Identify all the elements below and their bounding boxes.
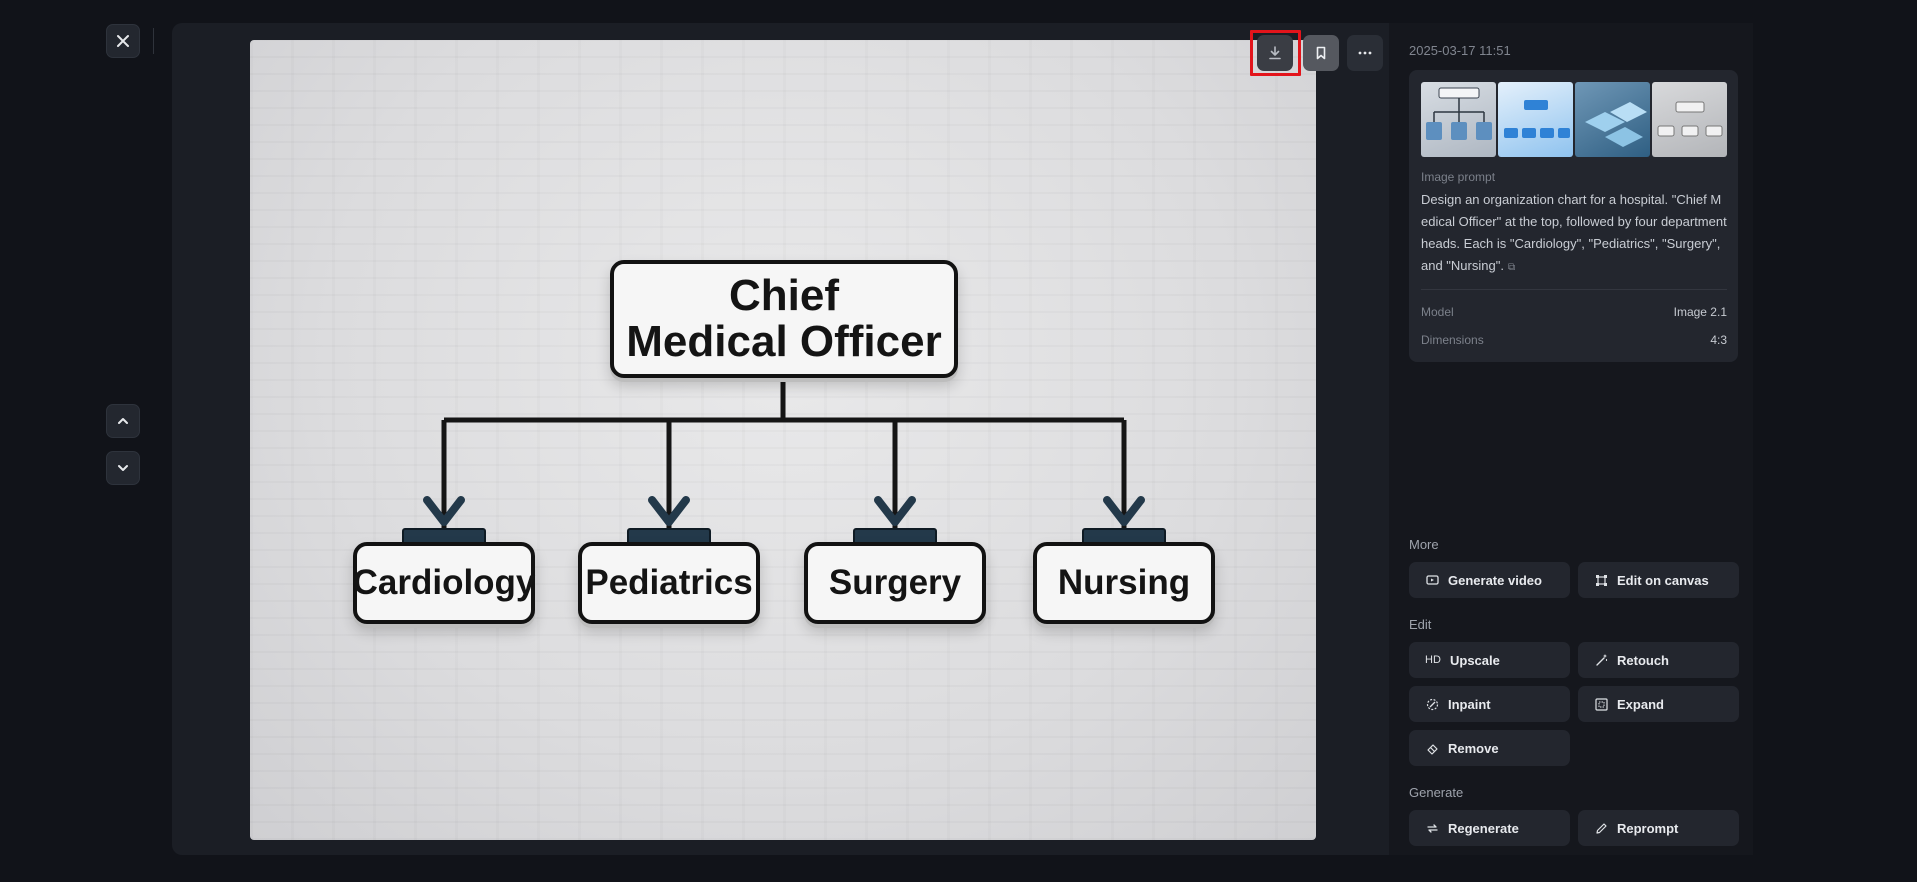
close-button[interactable]: [106, 24, 140, 58]
dimensions-value: 4:3: [1710, 333, 1727, 347]
org-node-chief-medical-officer: Chief Medical Officer: [610, 260, 958, 378]
chevron-up-icon: [118, 418, 128, 424]
section-label-generate: Generate: [1409, 785, 1464, 800]
remove-button[interactable]: Remove: [1409, 730, 1570, 766]
inpaint-icon: [1425, 698, 1439, 711]
thumbnail-strip: [1421, 82, 1727, 157]
inpaint-label: Inpaint: [1448, 696, 1491, 712]
retouch-label: Retouch: [1617, 652, 1669, 668]
org-node-pediatrics: Pediatrics: [578, 542, 760, 624]
section-label-more: More: [1409, 537, 1439, 552]
remove-label: Remove: [1448, 740, 1499, 756]
regenerate-label: Regenerate: [1448, 820, 1519, 836]
model-label: Model: [1421, 305, 1454, 319]
model-row: Model Image 2.1: [1421, 305, 1727, 319]
generated-image[interactable]: Chief Medical Officer Cardiology Pediatr…: [250, 40, 1316, 840]
left-rail: [0, 0, 170, 882]
regenerate-button[interactable]: Regenerate: [1409, 810, 1570, 846]
eraser-icon: [1425, 742, 1439, 755]
download-icon: [1269, 46, 1281, 60]
timestamp: 2025-03-17 11:51: [1409, 43, 1511, 58]
inpaint-button[interactable]: Inpaint: [1409, 686, 1570, 722]
section-label-edit: Edit: [1409, 617, 1432, 632]
image-texture: [250, 40, 1316, 840]
org-node-title-line-1: Chief: [729, 271, 839, 320]
prompt-text: Design an organization chart for a hospi…: [1421, 189, 1727, 279]
dimensions-label: Dimensions: [1421, 333, 1484, 347]
canvas-icon: [1594, 574, 1608, 587]
thumbnail-2[interactable]: [1498, 82, 1573, 157]
download-button[interactable]: [1257, 35, 1293, 71]
org-node-title-line-2: Medical Officer: [626, 317, 942, 366]
thumbnail-3[interactable]: [1575, 82, 1650, 157]
thumbnail-preview: [1657, 101, 1723, 137]
thumbnail-preview: [1426, 87, 1492, 140]
divider: [1421, 289, 1727, 290]
next-image-button[interactable]: [106, 451, 140, 485]
bookmark-icon: [1316, 46, 1326, 60]
expand-icon: [1594, 697, 1608, 711]
retouch-button[interactable]: Retouch: [1578, 642, 1739, 678]
dimensions-row: Dimensions 4:3: [1421, 333, 1727, 347]
close-icon: [117, 35, 129, 47]
edit-on-canvas-button[interactable]: Edit on canvas: [1578, 562, 1739, 598]
org-node-cardiology: Cardiology: [353, 542, 535, 624]
upscale-button[interactable]: HD Upscale: [1409, 642, 1570, 678]
prompt-text-body: Design an organization chart for a hospi…: [1421, 192, 1727, 273]
org-chart-connectors: [423, 378, 1145, 540]
reprompt-label: Reprompt: [1617, 820, 1679, 836]
thumbnail-4[interactable]: [1652, 82, 1727, 157]
video-icon: [1425, 574, 1439, 586]
org-node-surgery: Surgery: [804, 542, 986, 624]
thumbnail-1[interactable]: [1421, 82, 1496, 157]
thumbnail-preview: [1504, 100, 1570, 138]
expand-label: Expand: [1617, 696, 1664, 712]
magic-wand-icon: [1594, 653, 1608, 667]
upscale-label: Upscale: [1450, 652, 1500, 668]
refresh-icon: [1425, 822, 1439, 835]
bookmark-button[interactable]: [1303, 35, 1339, 71]
thumbnail-preview: [1585, 102, 1647, 147]
hd-icon: HD: [1425, 654, 1441, 666]
previous-image-button[interactable]: [106, 404, 140, 438]
generate-video-label: Generate video: [1448, 572, 1542, 588]
more-options-button[interactable]: [1347, 35, 1383, 71]
divider: [153, 28, 154, 54]
copy-icon[interactable]: ⧉: [1507, 262, 1516, 273]
more-icon: [1358, 51, 1372, 55]
reprompt-button[interactable]: Reprompt: [1578, 810, 1739, 846]
generate-video-button[interactable]: Generate video: [1409, 562, 1570, 598]
chevron-down-icon: [118, 465, 128, 471]
org-node-nursing: Nursing: [1033, 542, 1215, 624]
pencil-icon: [1594, 822, 1608, 835]
edit-on-canvas-label: Edit on canvas: [1617, 572, 1709, 588]
prompt-label: Image prompt: [1421, 170, 1496, 184]
expand-button[interactable]: Expand: [1578, 686, 1739, 722]
model-value: Image 2.1: [1673, 305, 1727, 319]
